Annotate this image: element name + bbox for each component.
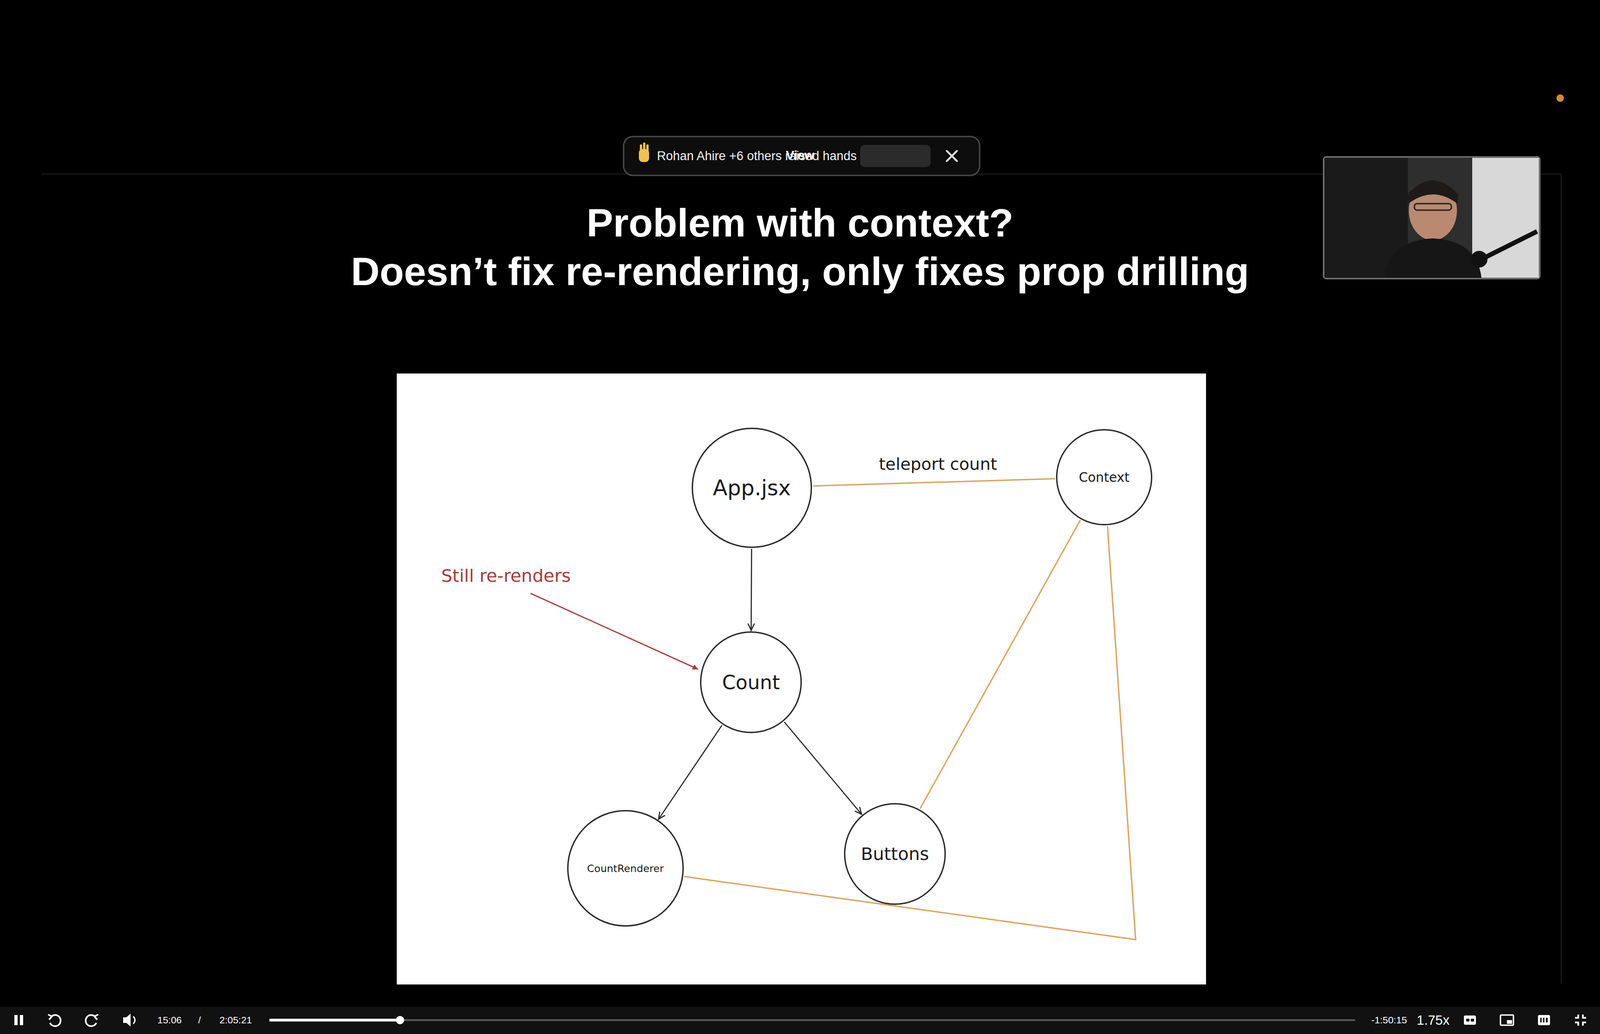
edge-label: teleport count [875,454,1000,474]
notification-text: Rohan Ahire +6 others raised hands [656,149,857,164]
slide-subtitle: Doesn’t fix re-rendering, only fixes pro… [0,248,1600,295]
connector [750,549,752,631]
player-bar [0,1006,1600,1034]
close-icon [946,150,957,162]
node-label: App.jsx [712,475,791,501]
progress-bar [269,1016,1356,1025]
pip-icon [1500,1015,1514,1026]
connector [684,526,1136,940]
connector [784,722,862,815]
circle-node: Context [1056,429,1153,526]
time-current: 15:06 [157,1014,182,1026]
speed-label: 1.75x [1416,1012,1450,1029]
node-text-group: Buttons [860,843,929,865]
replay-icon [48,1014,61,1027]
button-label: View [0,148,1600,163]
circle-node: Buttons [843,803,946,906]
slide-title: Problem with context? [0,200,1600,246]
circle-node: Count [700,631,802,734]
node-label: Context [1078,469,1130,486]
node-text-group: CountRenderer [587,862,664,875]
status-dot [1556,94,1564,102]
fullscreen-icon [1575,1014,1587,1026]
circle-node: App.jsx [691,427,813,549]
slide-image [396,373,1207,985]
node-text-group: Context [1078,469,1130,486]
callout-leader [530,593,699,670]
time-separator: / [198,1014,201,1026]
time-remaining: -1:50:15 [1371,1014,1407,1026]
divider-line [1560,174,1562,984]
quality-icon [1537,1015,1550,1026]
connector [812,478,1056,487]
callout-note: Still re-renders [441,565,571,587]
node-label: CountRenderer [587,862,664,875]
circle-node: CountRenderer [567,810,684,927]
webcam-view [1323,156,1540,279]
volume-icon [123,1013,136,1027]
time-total: 2:05:21 [219,1014,252,1026]
node-label: Count [722,671,781,694]
node-text-group: Count [722,671,781,694]
hand-icon [638,142,650,163]
connector [919,520,1081,809]
captions-icon [1463,1015,1476,1025]
node-label: Buttons [860,843,929,865]
node-text-group: App.jsx [712,475,791,501]
view-button [860,144,931,168]
connector [658,725,723,820]
forward-icon [85,1014,99,1027]
pause-icon [14,1015,24,1026]
